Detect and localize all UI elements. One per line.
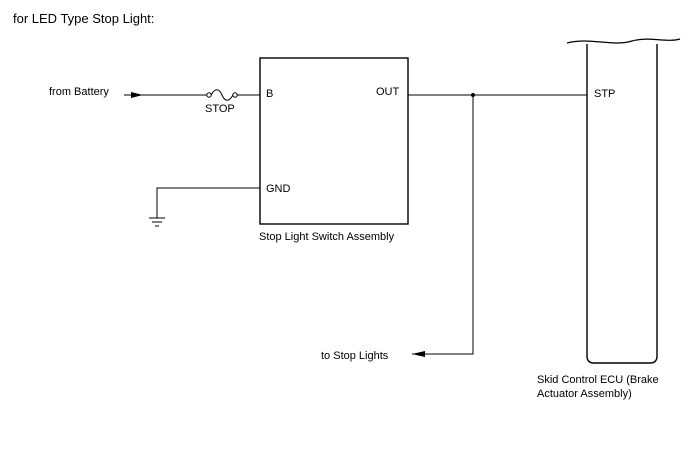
from-battery-label: from Battery xyxy=(49,86,109,98)
stop-lights-wire xyxy=(412,95,474,355)
ground-icon xyxy=(149,217,165,227)
switch-pin-b: B xyxy=(266,88,273,100)
to-stop-lights-label: to Stop Lights xyxy=(321,350,389,362)
fuse-icon xyxy=(206,89,238,101)
diagram-title: for LED Type Stop Light: xyxy=(13,11,154,26)
ecu-name-line2: Actuator Assembly) xyxy=(537,388,632,400)
switch-name-label: Stop Light Switch Assembly xyxy=(259,231,395,243)
ecu-break-line xyxy=(566,38,681,44)
switch-pin-out: OUT xyxy=(376,86,400,98)
ground-wire xyxy=(156,187,260,218)
ecu-name-line1: Skid Control ECU (Brake xyxy=(537,374,659,386)
ecu-pin-stp: STP xyxy=(594,88,615,100)
skid-control-ecu-box xyxy=(586,44,658,364)
battery-arrow-icon xyxy=(131,92,143,98)
stop-light-switch-box xyxy=(259,57,409,225)
switch-pin-gnd: GND xyxy=(266,183,291,195)
fuse-label: STOP xyxy=(205,103,235,115)
stop-lights-arrow-icon xyxy=(412,351,425,357)
